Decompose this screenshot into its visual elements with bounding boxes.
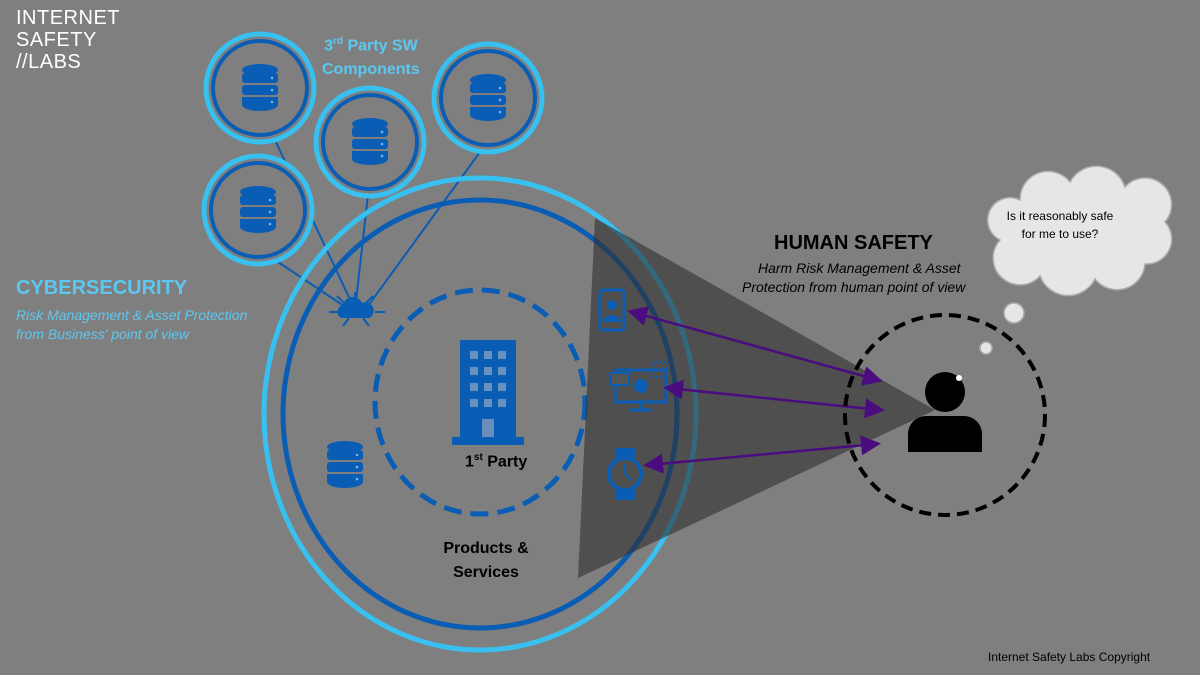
database-icon bbox=[242, 64, 278, 111]
internet-safety-labs-logo: INTERNET SAFETY //LABS bbox=[16, 7, 120, 73]
person-icon bbox=[908, 372, 982, 452]
first-party-text: Party bbox=[482, 453, 528, 471]
human-dashed-ring bbox=[843, 313, 1047, 517]
database-icon bbox=[352, 118, 388, 165]
component-circle bbox=[201, 153, 315, 267]
human-safety-title: HUMAN SAFETY bbox=[774, 232, 933, 254]
arrow-watch bbox=[643, 435, 881, 474]
thought-line: for me to use? bbox=[1021, 227, 1099, 241]
third-party-label: 3rd Party SW Components bbox=[322, 30, 420, 82]
component-circle bbox=[313, 85, 427, 199]
thought-line: Is it reasonably safe bbox=[1006, 209, 1114, 223]
cybersecurity-description: Risk Management & Asset Protection bbox=[16, 307, 248, 323]
cybersecurity-block: CYBERSECURITY Risk Management & Asset Pr… bbox=[16, 277, 247, 344]
third-party-number: 3 bbox=[324, 37, 333, 55]
human-safety-description: Protection from human point of view bbox=[742, 279, 966, 295]
phone-user-icon bbox=[598, 288, 626, 332]
products-services-label: Products & Services bbox=[436, 537, 536, 585]
thought-text: Is it reasonably safe for me to use? bbox=[1005, 207, 1115, 243]
arrow-monitor bbox=[663, 379, 885, 419]
arrow-phone bbox=[627, 306, 883, 386]
first-party-label: 1st Party bbox=[465, 452, 527, 471]
products-line: Services bbox=[453, 564, 519, 581]
first-party-number: 1 bbox=[465, 453, 474, 471]
database-icon bbox=[240, 186, 276, 233]
smartwatch-icon bbox=[607, 448, 643, 500]
component-circle bbox=[431, 41, 545, 155]
logo-line: //LABS bbox=[16, 51, 82, 73]
human-safety-block: HUMAN SAFETY Harm Risk Management & Asse… bbox=[742, 232, 965, 297]
cybersecurity-description: from Business' point of view bbox=[16, 326, 190, 342]
logo-line: SAFETY bbox=[16, 29, 97, 51]
third-party-components bbox=[201, 31, 545, 267]
human-safety-description: Harm Risk Management & Asset bbox=[758, 260, 961, 276]
building-icon bbox=[452, 340, 524, 445]
copyright: Internet Safety Labs Copyright bbox=[988, 650, 1151, 664]
cloud-network-icon bbox=[329, 292, 385, 327]
products-line: Products & bbox=[443, 540, 529, 557]
third-party-line: 3rd Party SW bbox=[322, 30, 420, 58]
component-circle bbox=[203, 31, 317, 145]
first-party-suffix: st bbox=[473, 452, 483, 463]
database-icon bbox=[470, 74, 506, 121]
third-party-suffix: rd bbox=[333, 36, 343, 47]
third-party-line: Components bbox=[322, 61, 420, 79]
logo-line: INTERNET bbox=[16, 7, 120, 29]
first-party-dashed-ring bbox=[372, 287, 588, 517]
database-icon bbox=[327, 441, 363, 488]
interaction-arrows bbox=[627, 306, 885, 474]
third-party-text: Party SW bbox=[343, 37, 418, 55]
cybersecurity-title: CYBERSECURITY bbox=[16, 277, 188, 299]
thought-cloud bbox=[979, 165, 1173, 355]
